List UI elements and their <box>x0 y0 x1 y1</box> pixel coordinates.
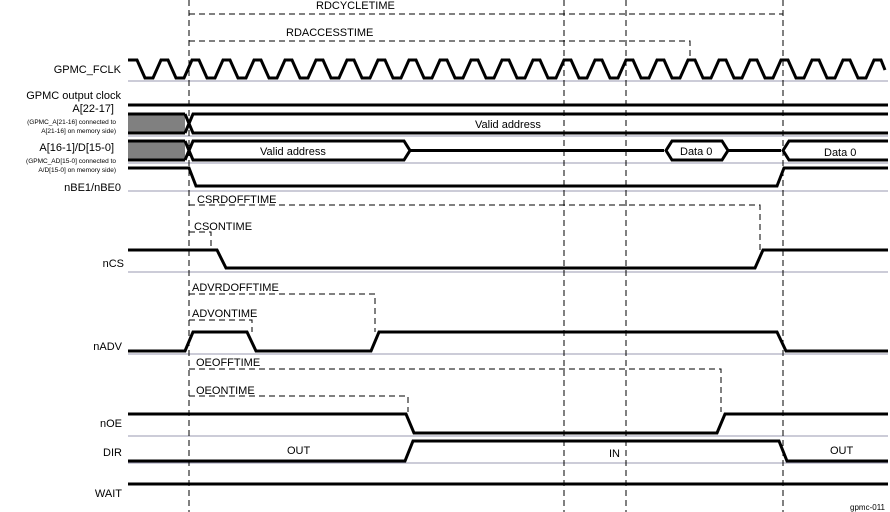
data0-b-text: Data 0 <box>824 147 856 159</box>
nadv-waveform <box>128 330 888 353</box>
advrdofftime-label: ADVRDOFFTIME <box>192 282 279 294</box>
dir-out1-text: OUT <box>287 445 311 457</box>
addr-lo-bus: Valid address Data 0 Data 0 <box>128 139 888 162</box>
addr-hi-label: A[22-17] <box>72 103 114 115</box>
addr-hi-valid-text: Valid address <box>475 119 541 131</box>
noe-label: nOE <box>100 418 122 430</box>
dir-label: DIR <box>103 447 122 459</box>
advontime-label: ADVONTIME <box>192 308 257 320</box>
data0-a-text: Data 0 <box>680 146 712 158</box>
addr-hi-note1: (GPMC_A[21-16] connected to <box>27 119 116 126</box>
ncs-waveform <box>128 248 888 270</box>
addr-lo-note2: A/D[15-0] on memory side) <box>38 167 116 174</box>
dir-in-text: IN <box>609 448 620 460</box>
wait-label: WAIT <box>95 488 122 500</box>
nadv-label: nADV <box>93 341 122 353</box>
dir-waveform <box>128 439 888 463</box>
addr-hi-note2: A[21-16] on memory side) <box>41 128 116 135</box>
baselines <box>128 80 888 464</box>
rdaccesstime-label: RDACCESSTIME <box>286 27 373 39</box>
figure-id: gpmc-011 <box>850 503 886 512</box>
addr-lo-valid-text: Valid address <box>260 146 326 158</box>
timing-brackets <box>189 13 784 412</box>
ncs-label: nCS <box>103 258 124 270</box>
addr-hi-bus: Valid address <box>128 112 888 135</box>
nbe-waveform <box>128 166 888 188</box>
addr-lo-note1: (GPMC_AD[15-0] connected to <box>26 158 116 165</box>
oeontime-label: OEONTIME <box>196 385 255 397</box>
fclk-label: GPMC_FCLK <box>54 64 122 76</box>
rdcycletime-label: RDCYCLETIME <box>316 0 395 12</box>
signal-labels: GPMC_FCLK GPMC output clock A[22-17] (GP… <box>26 64 124 500</box>
fclk-waveform <box>128 58 887 80</box>
outclk-label: GPMC output clock <box>26 90 121 102</box>
csontime-label: CSONTIME <box>194 221 252 233</box>
reference-lines <box>188 0 784 512</box>
oeofftime-label: OEOFFTIME <box>196 357 260 369</box>
noe-waveform <box>128 412 888 435</box>
csrdofftime-label: CSRDOFFTIME <box>197 194 276 206</box>
addr-lo-label: A[16-1]/D[15-0] <box>39 142 114 154</box>
nbe-label: nBE1/nBE0 <box>64 182 121 194</box>
dir-out2-text: OUT <box>830 445 854 457</box>
